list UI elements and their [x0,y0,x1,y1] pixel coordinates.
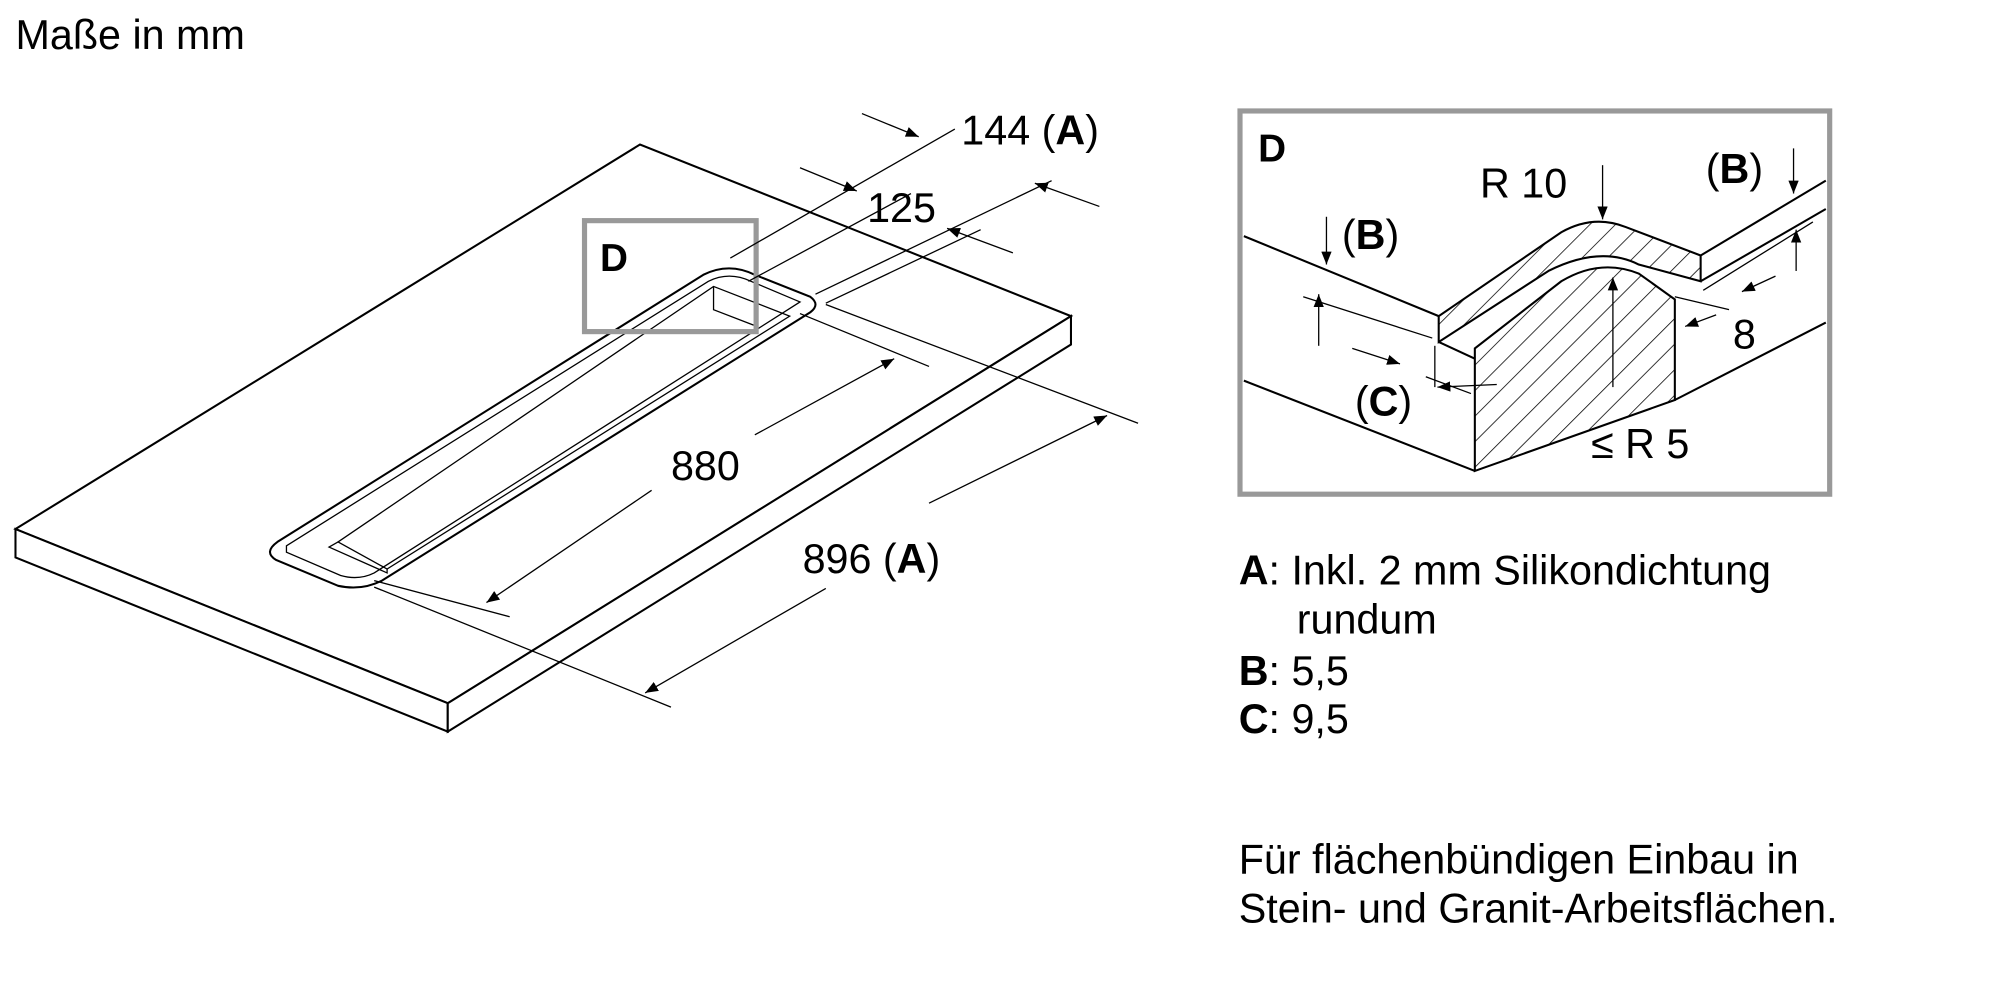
dim-125: 125 [867,185,936,231]
detail-b-left: (B) [1342,212,1399,258]
detail-d-marker-label: D [600,237,628,280]
legend-b: B: 5,5 [1239,648,1349,694]
worktop [13,143,1074,734]
detail-b-right: (B) [1706,146,1763,192]
dim-880: 880 [671,443,740,489]
detail-d-marker [581,218,759,335]
detail-8: 8 [1733,311,1756,357]
legend: A: Inkl. 2 mm Silikondichtung rundum B: … [1239,548,1771,742]
dimension-lines [373,112,1139,708]
detail-r5: ≤ R 5 [1591,421,1689,467]
legend-a-cont: rundum [1297,597,1437,643]
detail-label: D [1258,127,1286,170]
detail-c: (C) [1355,378,1412,424]
legend-c: C: 9,5 [1239,696,1349,742]
page-title: Maße in mm [15,12,244,58]
legend-a: A: Inkl. 2 mm Silikondichtung [1239,548,1771,594]
cutout-slot [268,267,817,589]
dim-896: 896 (A) [803,536,941,582]
detail-r10: R 10 [1480,160,1567,206]
dim-144: 144 (A) [961,108,1099,154]
note-line-1: Für flächenbündigen Einbau in [1239,837,1799,883]
detail-d-view [1237,108,1833,497]
note-line-2: Stein- und Granit-Arbeitsflächen. [1239,886,1838,932]
